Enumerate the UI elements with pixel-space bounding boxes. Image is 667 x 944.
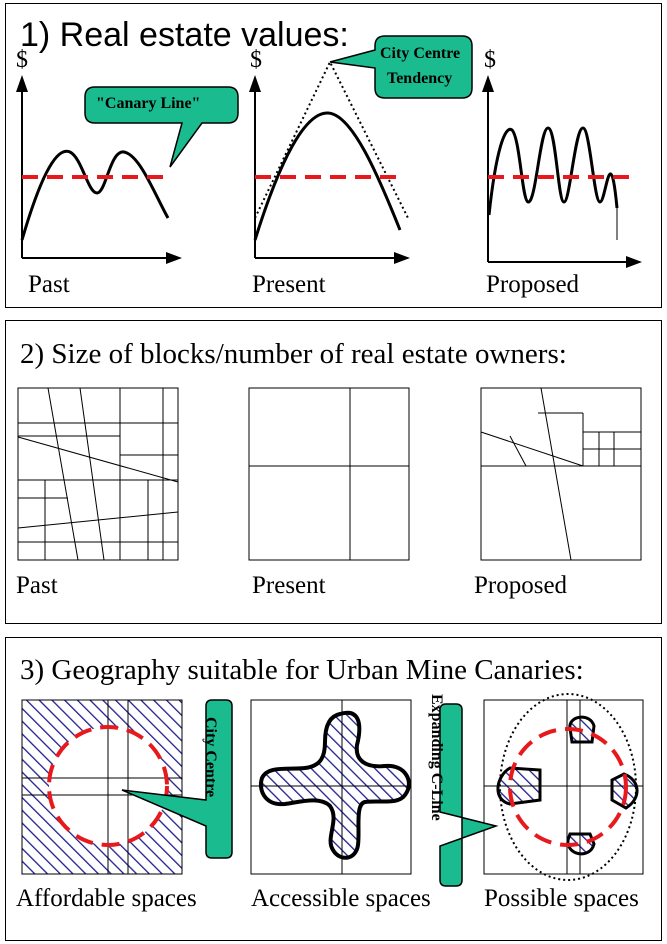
block-size-panel <box>5 320 662 624</box>
chart-proposed-y-axis-symbol: $ <box>484 47 496 73</box>
city-callout-line1: City Centre <box>380 45 461 62</box>
section1-label-past: Past <box>28 271 70 298</box>
section3-label-accessible: Accessible spaces <box>251 885 431 912</box>
section2-label-present: Present <box>252 572 326 599</box>
section3-title: 3) Geography suitable for Urban Mine Can… <box>20 654 584 686</box>
expanding-line-callout <box>439 703 499 887</box>
city-centre-callout <box>121 699 233 859</box>
present-block-frame <box>248 387 410 561</box>
past-y-arrow <box>16 75 28 92</box>
present-y-arrow <box>249 75 261 92</box>
city-callout-line2: Tendency <box>387 70 453 87</box>
section3-label-affordable: Affordable spaces <box>16 885 197 912</box>
present-value-curve <box>253 111 402 241</box>
affordable-canary-ring <box>47 725 169 847</box>
canary-callout-text: "Canary Line" <box>96 95 201 112</box>
section1-label-proposed: Proposed <box>486 271 580 298</box>
section1-title: 1) Real estate values: <box>20 16 349 54</box>
chart-past-y-axis-symbol: $ <box>16 47 28 73</box>
city-centre-callout-text: City Centre <box>202 717 219 798</box>
section2-title: 2) Size of blocks/number of real estate … <box>20 338 567 370</box>
proposed-x-arrow <box>626 256 642 268</box>
accessible-cross-shape <box>259 710 411 860</box>
section3-label-possible: Possible spaces <box>484 885 639 912</box>
real-estate-values-panel <box>5 3 662 308</box>
accessible-frame <box>250 699 412 875</box>
past-x-arrow <box>166 252 182 264</box>
present-x-arrow <box>394 252 410 264</box>
section2-label-past: Past <box>16 572 58 599</box>
possible-frame <box>483 699 644 875</box>
past-block-frame <box>17 387 179 561</box>
section1-label-present: Present <box>252 271 326 298</box>
geography-panel <box>5 637 662 941</box>
possible-expanding-ellipse <box>499 693 637 881</box>
proposed-y-arrow <box>482 75 494 92</box>
canary-callout-bubble <box>84 86 239 168</box>
proposed-value-curve <box>487 126 619 216</box>
possible-canary-ring <box>508 727 628 847</box>
proposed-block-frame <box>480 387 642 561</box>
city-callout-bubble <box>329 35 473 99</box>
past-value-curve <box>20 149 170 241</box>
expanding-line-callout-text: Expanding C-Line <box>428 694 445 821</box>
section2-label-proposed: Proposed <box>474 572 568 599</box>
chart-present-y-axis-symbol: $ <box>250 47 262 73</box>
